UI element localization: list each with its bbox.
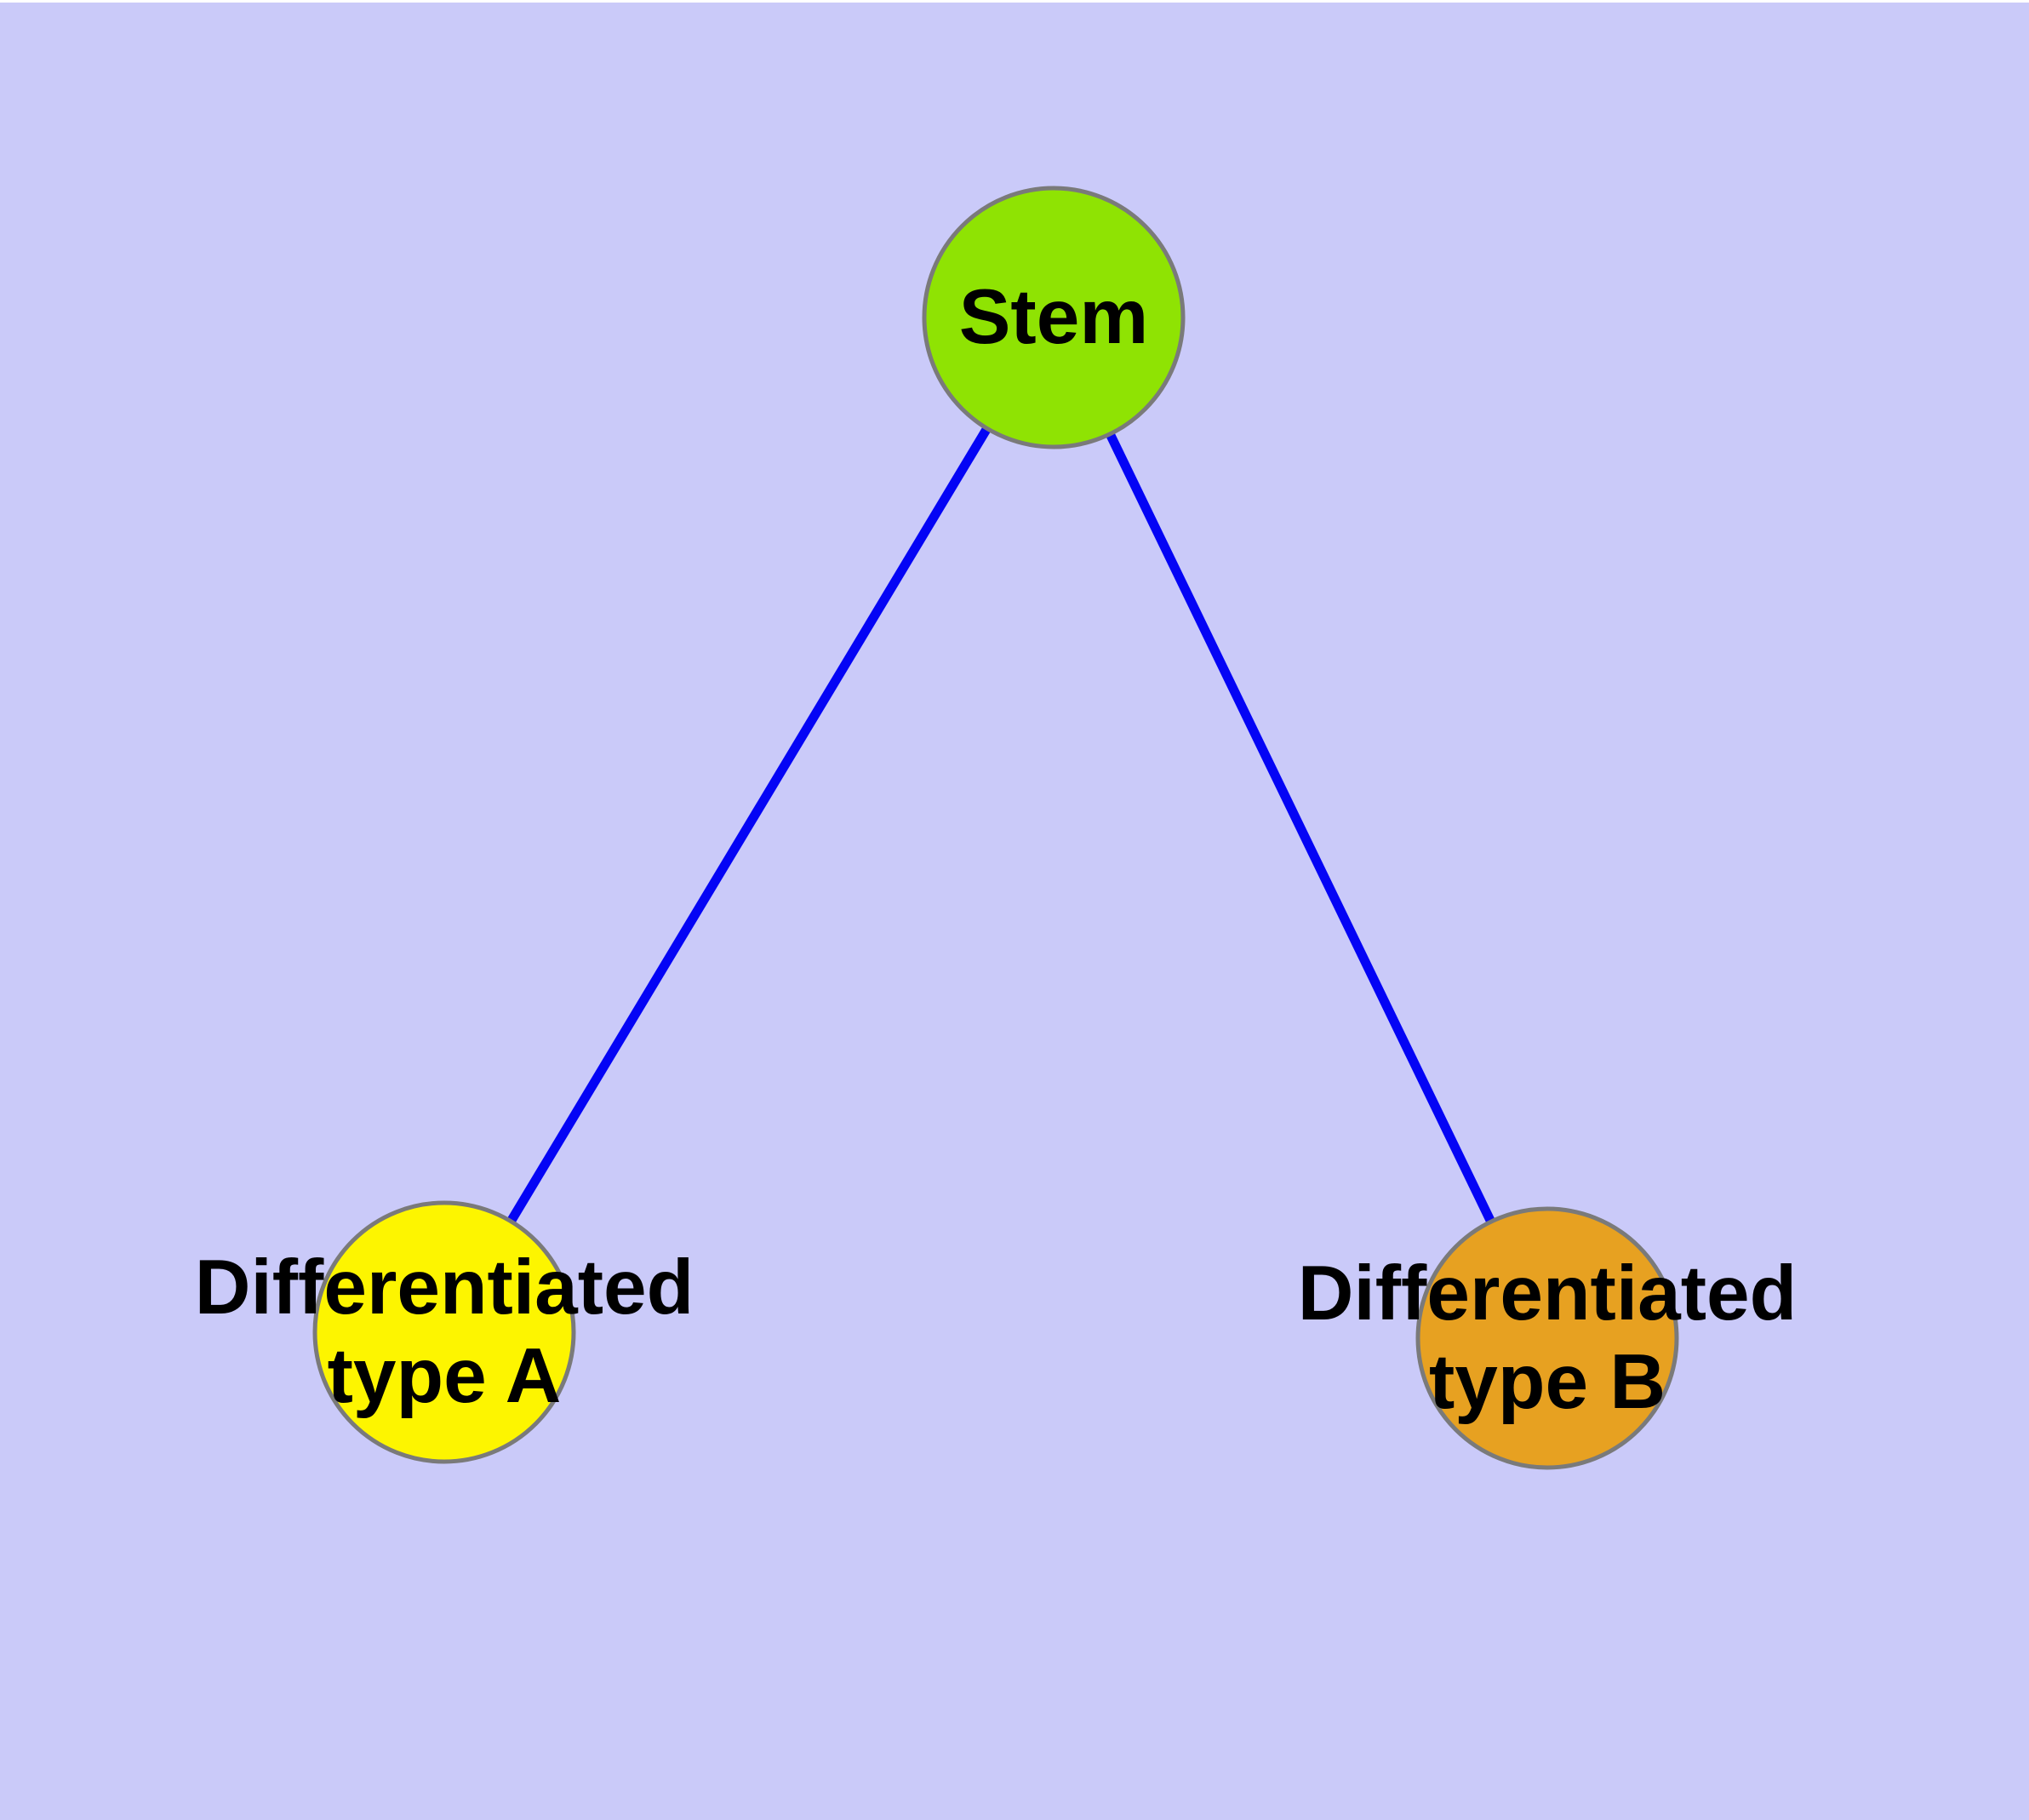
- node-stem: [922, 186, 1186, 449]
- canvas-top-strip: [0, 0, 2029, 3]
- node-label-differentiated-type-b: Differentiated type B: [1297, 1251, 1798, 1425]
- node-differentiated-type-b: [1415, 1206, 1679, 1470]
- edge-stem-to-type-a: [440, 315, 1058, 1335]
- node-differentiated-type-a: [312, 1200, 576, 1464]
- node-label-stem: Stem: [958, 274, 1149, 360]
- node-label-differentiated-type-a: Differentiated type A: [194, 1245, 694, 1419]
- edge-stem-to-type-b: [1049, 315, 1552, 1341]
